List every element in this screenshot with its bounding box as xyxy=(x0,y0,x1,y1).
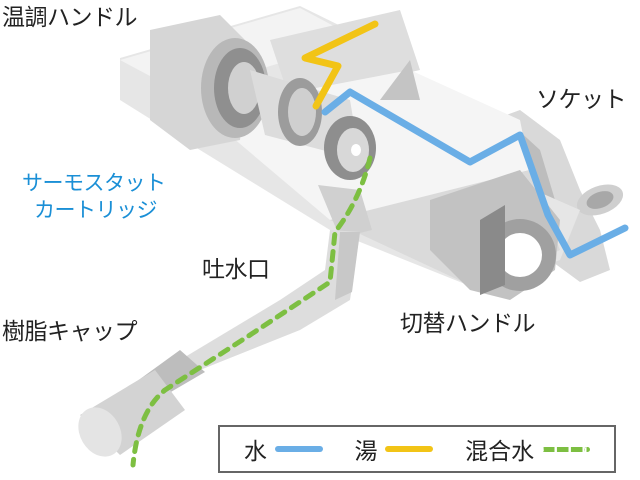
legend-swatch-cold xyxy=(274,446,323,452)
legend-item-hot: 湯 xyxy=(354,432,434,466)
thermostat-cartridge-label-line2: カートリッジ xyxy=(34,198,157,222)
resin-cap-label: 樹脂キャップ xyxy=(2,319,138,345)
mixed-water-line xyxy=(130,155,373,468)
legend: 水 湯 混合水 xyxy=(218,425,616,473)
socket-label: ソケット xyxy=(536,87,627,113)
legend-swatch-mixed xyxy=(542,446,591,452)
temperature-handle xyxy=(150,15,269,150)
legend-item-mixed: 混合水 xyxy=(465,432,591,466)
thermostat-cartridge xyxy=(250,70,376,180)
switch-handle xyxy=(430,170,560,300)
legend-label: 水 xyxy=(243,439,267,465)
legend-swatch-hot xyxy=(385,446,434,452)
switch-handle-label: 切替ハンドル xyxy=(400,311,536,337)
thermostat-cartridge-label-line1: サーモスタット xyxy=(22,171,166,195)
spout-label: 吐水口 xyxy=(202,257,270,283)
thermostat-cartridge-label: サーモスタット カートリッジ xyxy=(22,170,166,224)
temperature-handle-label: 温調ハンドル xyxy=(2,5,138,31)
hot-water-line xyxy=(301,20,379,110)
legend-label: 湯 xyxy=(354,439,378,465)
legend-label: 混合水 xyxy=(465,439,535,465)
cold-water-line xyxy=(321,88,629,259)
legend-item-cold: 水 xyxy=(244,432,323,466)
resin-cap xyxy=(78,370,185,457)
